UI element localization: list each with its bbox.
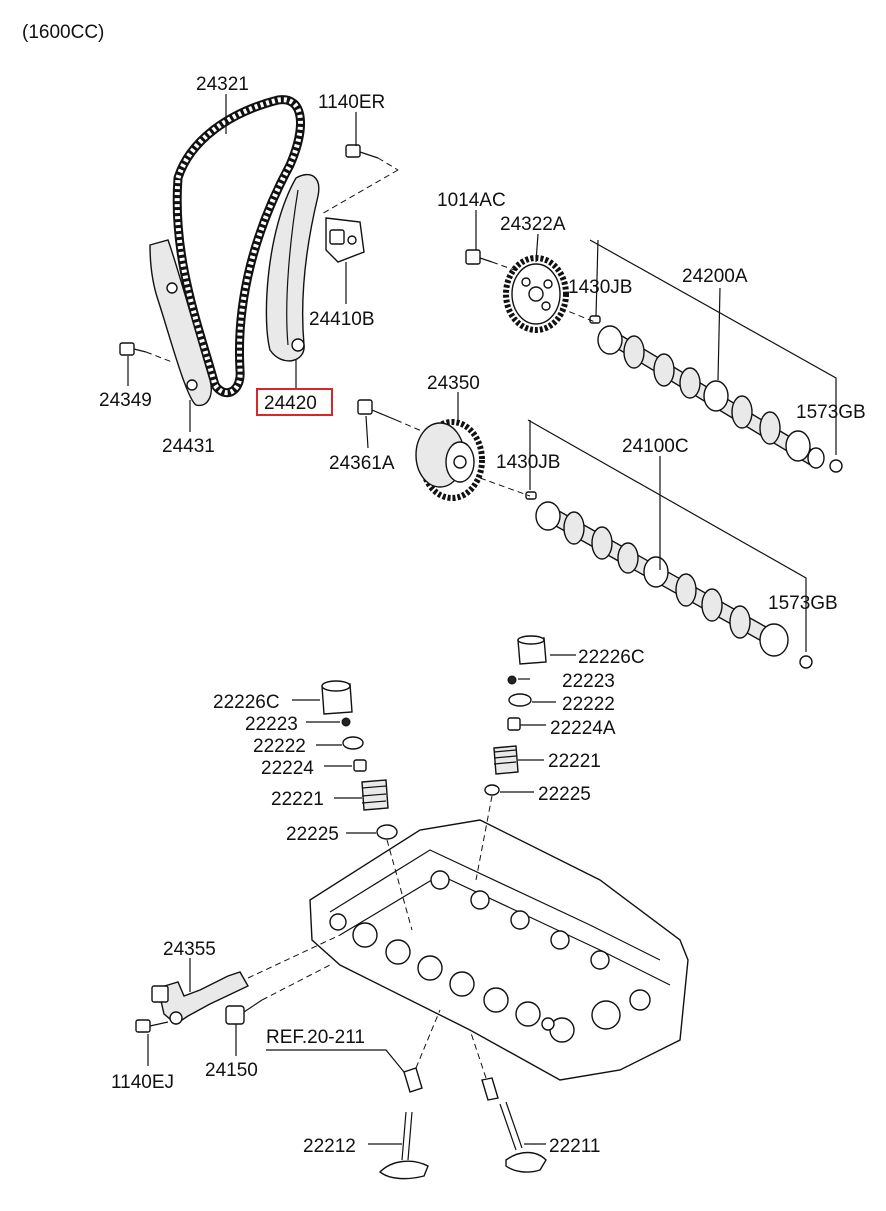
arm-bolt-hole	[166, 282, 178, 294]
label-22223-left[interactable]: 22223	[245, 714, 298, 735]
label-22221-right[interactable]: 22221	[548, 751, 601, 772]
arm-pivot-hole	[186, 379, 198, 391]
label-ref-20-211[interactable]: REF.20-211	[266, 1027, 365, 1048]
oil-filter-24150	[225, 964, 331, 1025]
label-1014AC[interactable]: 1014AC	[437, 190, 506, 211]
valve-guide-right	[469, 1029, 499, 1101]
engine-spec-label: (1600CC)	[22, 22, 104, 43]
label-22225-right[interactable]: 22225	[538, 784, 591, 805]
label-24321[interactable]: 24321	[196, 74, 249, 95]
bolt-24349	[119, 342, 173, 363]
valve-guide-left	[403, 1009, 441, 1093]
timing-chain-24321	[172, 95, 305, 398]
label-24349[interactable]: 24349	[99, 390, 152, 411]
tensioner-24410B	[325, 217, 365, 263]
label-22222-left[interactable]: 22222	[253, 736, 306, 757]
pin-1430JB-lower	[525, 491, 537, 500]
label-24150[interactable]: 24150	[205, 1060, 258, 1081]
label-1140ER[interactable]: 1140ER	[318, 92, 385, 113]
bolt-1140EJ	[135, 1019, 169, 1033]
label-24100C[interactable]: 24100C	[622, 436, 689, 457]
pivot-hole	[291, 338, 305, 352]
label-22223-right[interactable]: 22223	[562, 671, 615, 692]
label-24200A[interactable]: 24200A	[682, 266, 748, 287]
label-22225-left[interactable]: 22225	[286, 824, 339, 845]
bolt-1140ER	[319, 144, 399, 216]
label-1430JB-upper[interactable]: 1430JB	[568, 277, 632, 298]
valve-stack-right	[484, 635, 547, 796]
label-24322A[interactable]: 24322A	[500, 214, 566, 235]
label-1140EJ[interactable]: 1140EJ	[111, 1072, 174, 1093]
sprocket-24322A	[503, 255, 569, 333]
label-1573GB-upper[interactable]: 1573GB	[796, 402, 866, 423]
cvvt-sprocket-24350	[415, 419, 485, 501]
label-24361A[interactable]: 24361A	[329, 453, 395, 474]
label-24420[interactable]: 24420	[264, 393, 317, 414]
label-22224[interactable]: 22224	[261, 758, 314, 779]
valve-22212	[378, 1111, 429, 1180]
label-24350[interactable]: 24350	[427, 373, 480, 394]
cylinder-head	[309, 819, 689, 1081]
camshaft-24100C	[535, 501, 789, 657]
label-22212[interactable]: 22212	[303, 1136, 356, 1157]
label-1430JB-lower[interactable]: 1430JB	[496, 452, 560, 473]
valve-22211	[499, 1101, 547, 1173]
part-labels: 24321 1140ER 24410B 24420 24349 24431 10…	[99, 74, 866, 1157]
label-22211[interactable]: 22211	[549, 1136, 600, 1157]
label-22222-right[interactable]: 22222	[562, 694, 615, 715]
tensioner-arm-24431	[149, 239, 212, 407]
label-24410B[interactable]: 24410B	[309, 309, 375, 330]
valve-stack-left	[321, 680, 398, 840]
label-22226C-left[interactable]: 22226C	[213, 692, 280, 713]
camshaft-24200A	[597, 325, 825, 469]
label-22221-left[interactable]: 22221	[271, 789, 324, 810]
leader-lines	[127, 94, 576, 1145]
pin-1430JB-upper	[589, 315, 601, 324]
label-24355[interactable]: 24355	[163, 939, 216, 960]
label-24431[interactable]: 24431	[162, 436, 215, 457]
label-1573GB-lower[interactable]: 1573GB	[768, 593, 838, 614]
highlight-box-24420	[256, 388, 333, 416]
bolt-1014AC	[465, 249, 521, 273]
bolt-24361A	[357, 399, 425, 433]
plug-1573GB-lower	[799, 655, 813, 669]
label-22226C-right[interactable]: 22226C	[578, 647, 645, 668]
plug-1573GB-upper	[829, 459, 843, 473]
oil-control-valve-24355	[151, 971, 249, 1025]
label-22224A[interactable]: 22224A	[550, 718, 616, 739]
